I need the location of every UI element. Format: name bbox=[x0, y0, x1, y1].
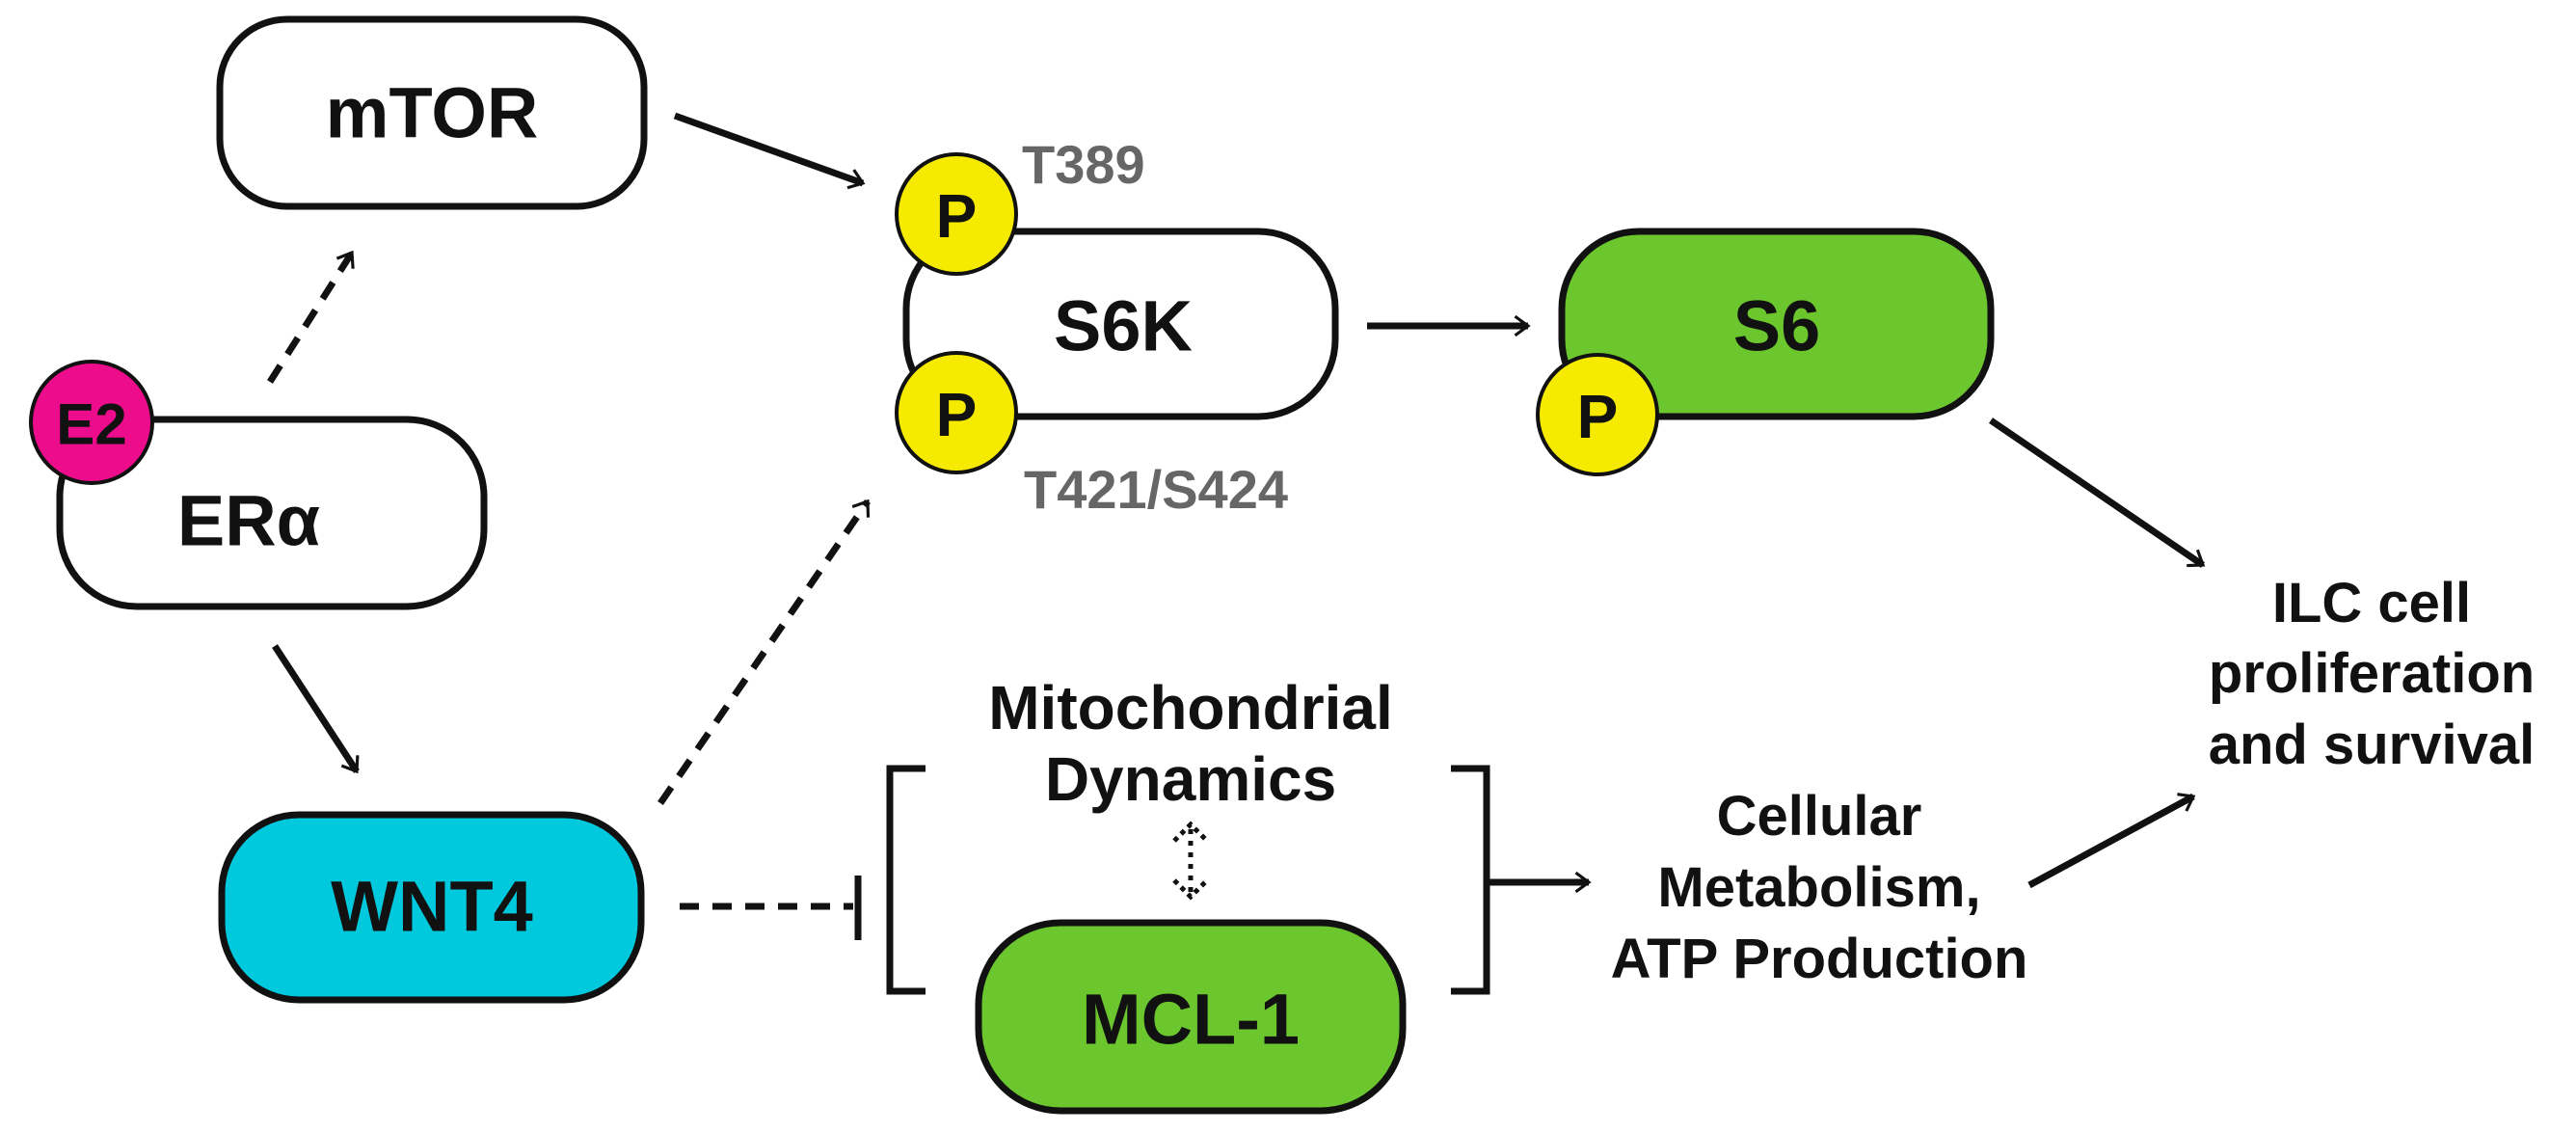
site-t389: T389 bbox=[1022, 134, 1145, 195]
site-t421-s424: T421/S424 bbox=[1024, 459, 1288, 520]
metabolism-to-outcome-arrow bbox=[2027, 793, 2196, 889]
s6-node: S6 bbox=[1558, 228, 1995, 420]
mtor-label: mTOR bbox=[326, 73, 539, 153]
era-to-mtor-dashed-arrow bbox=[267, 250, 355, 384]
mitochondrial-label-line2: Dynamics bbox=[1045, 744, 1336, 814]
mitochondrial-label-line1: Mitochondrial bbox=[988, 673, 1393, 742]
metabolism-label-line2: Metabolism, bbox=[1657, 856, 1980, 919]
s6k-node: S6K bbox=[902, 228, 1339, 420]
s6-to-outcome-arrow bbox=[1989, 418, 2206, 568]
wnt4-inhibits-bracket bbox=[680, 876, 862, 940]
era-to-wnt4-arrow bbox=[272, 644, 360, 774]
metabolism-label-line1: Cellular bbox=[1717, 785, 1922, 848]
mtor-to-s6k-arrow bbox=[673, 112, 866, 190]
metabolism-label-line3: ATP Production bbox=[1611, 928, 2028, 990]
wnt4-box bbox=[218, 811, 645, 1004]
mcl1-label: MCL-1 bbox=[1082, 980, 1300, 1060]
s6k-phospho-top-label: P bbox=[936, 181, 978, 251]
era-node: ERα bbox=[56, 416, 488, 610]
s6-label: S6 bbox=[1733, 286, 1821, 366]
wnt4-label: WNT4 bbox=[331, 867, 533, 947]
e2-badge: E2 bbox=[29, 360, 154, 485]
mcl1-box bbox=[975, 919, 1407, 1115]
s6-box bbox=[1558, 228, 1995, 420]
s6-phospho-badge: P bbox=[1536, 353, 1659, 476]
e2-label: E2 bbox=[56, 392, 126, 457]
right-bracket bbox=[1451, 765, 1490, 995]
outcome-label-line3: and survival bbox=[2209, 714, 2535, 776]
s6-phospho-label: P bbox=[1577, 382, 1619, 451]
mtor-node: mTOR bbox=[216, 15, 648, 210]
mito-mcl1-bidirectional-arrow bbox=[1172, 821, 1209, 901]
era-label: ERα bbox=[177, 481, 320, 561]
wnt4-to-s6k-dashed-arrow bbox=[657, 499, 871, 805]
wnt4-node: WNT4 bbox=[218, 811, 645, 1004]
s6k-phospho-bottom-label: P bbox=[936, 380, 978, 449]
mcl1-node: MCL-1 bbox=[975, 919, 1407, 1115]
outcome-label-line1: ILC cell bbox=[2272, 572, 2471, 634]
s6k-label: S6K bbox=[1054, 286, 1193, 366]
outcome-label-line2: proliferation bbox=[2209, 642, 2535, 705]
s6k-phospho-bottom-badge: P bbox=[895, 351, 1018, 474]
left-bracket bbox=[886, 765, 926, 995]
s6k-phospho-top-badge: P bbox=[895, 152, 1018, 276]
